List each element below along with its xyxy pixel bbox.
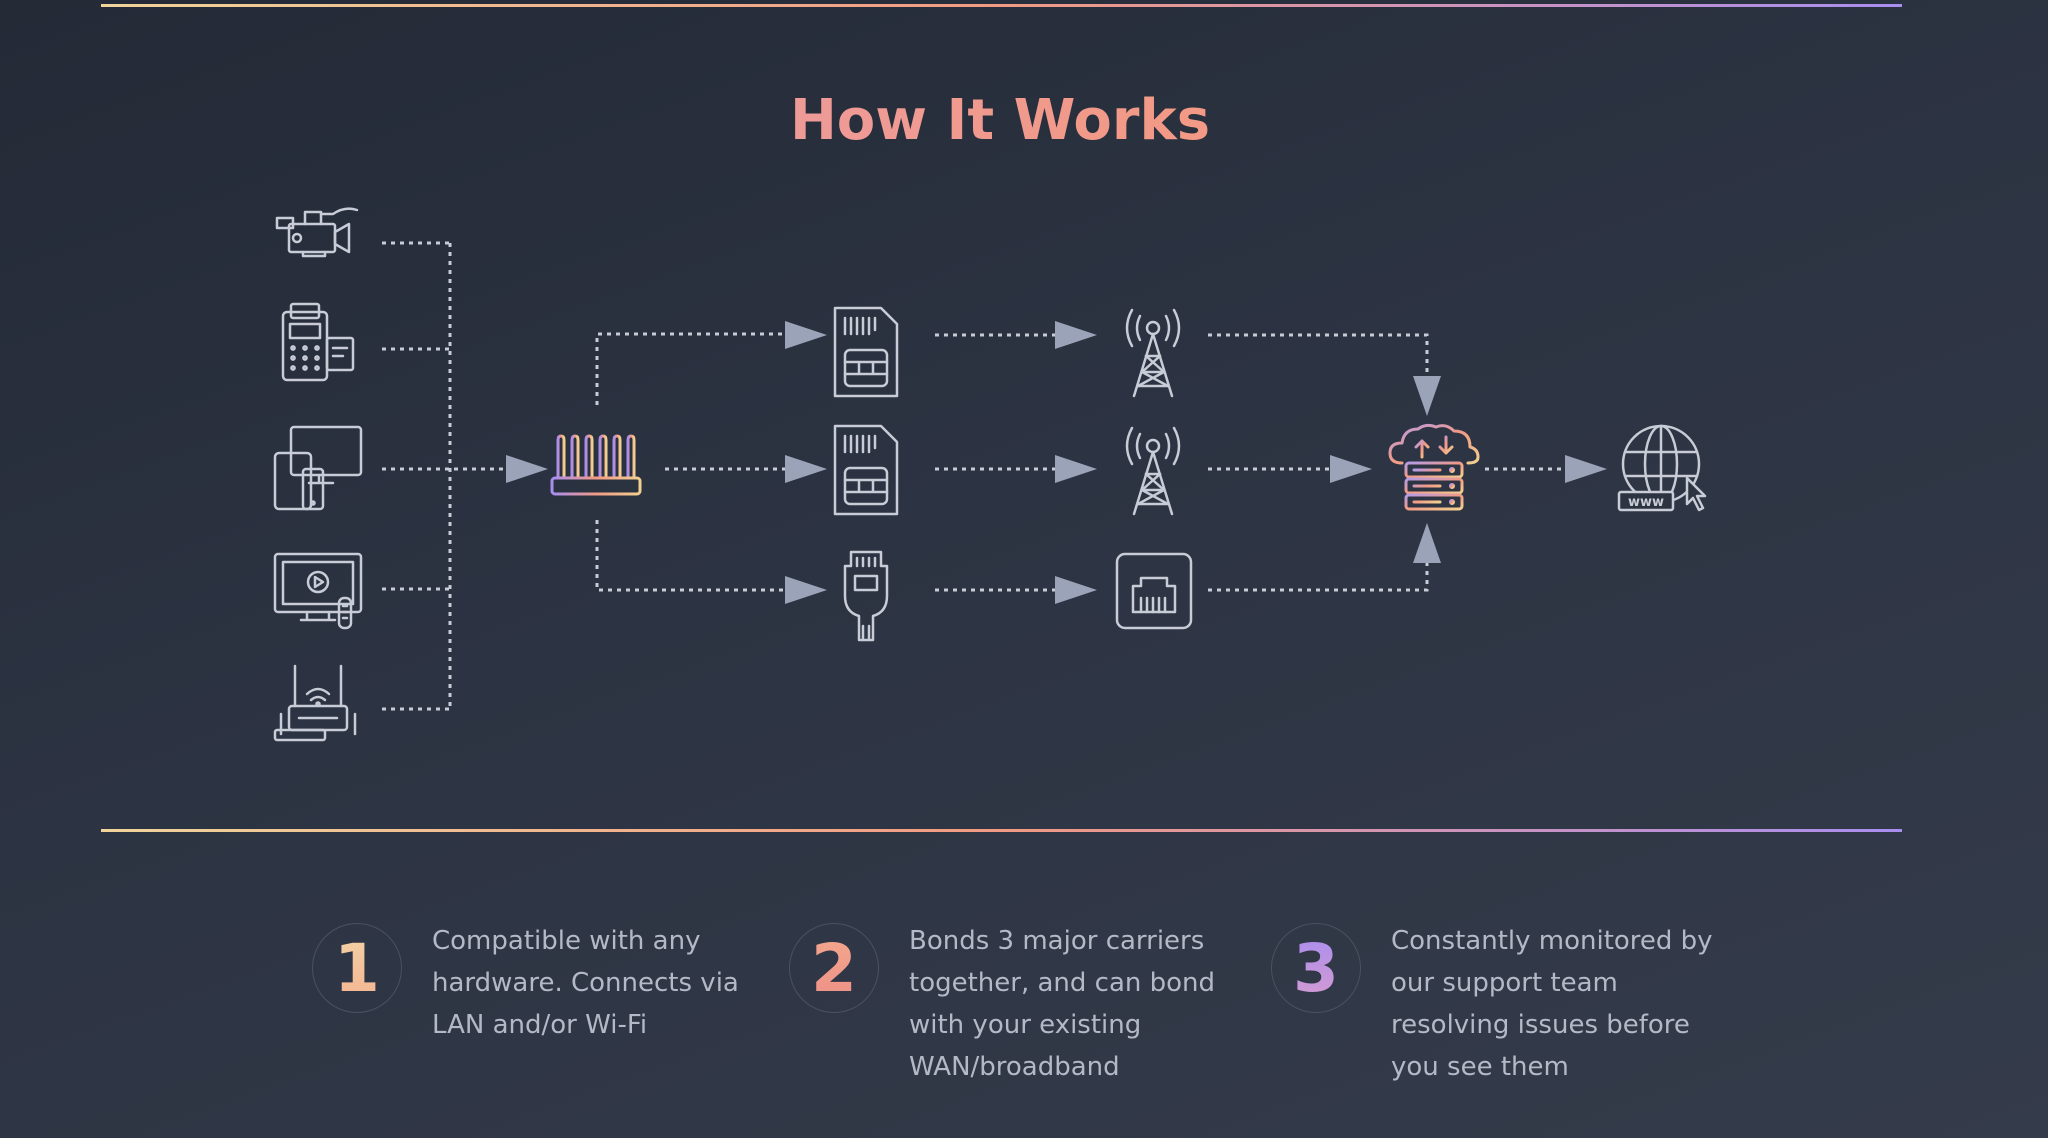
cloud-server-icon: [1388, 423, 1480, 511]
step-description-line: hardware. Connects via: [432, 968, 739, 998]
arrow-to-port: [1055, 576, 1097, 604]
video-camera-icon: [275, 207, 359, 258]
step-description-line: you see them: [1391, 1052, 1569, 1082]
arrow-to-sim1: [785, 321, 827, 349]
step-number: 3: [1293, 929, 1339, 1007]
step-number-badge: 2: [789, 923, 879, 1013]
step-description-line: Bonds 3 major carriers: [909, 926, 1205, 956]
step-description-line: our support team: [1391, 968, 1618, 998]
globe-www-icon: www: [1617, 424, 1707, 512]
step-description: Bonds 3 major carriers together, and can…: [909, 920, 1215, 1088]
step-number-badge: 3: [1271, 923, 1361, 1013]
step-description: Constantly monitored by our support team…: [1391, 920, 1713, 1088]
arrow-port-cloud: [1413, 523, 1441, 563]
arrowheads: [506, 321, 1607, 604]
arrow-tower1-cloud: [1413, 376, 1441, 416]
arrow-to-tower1: [1055, 321, 1097, 349]
step-description-line: Constantly monitored by: [1391, 926, 1713, 956]
cell-tower-icon: [1125, 308, 1181, 398]
ethernet-plug-icon: [843, 550, 889, 642]
arrow-to-sim2: [785, 455, 827, 483]
step-number-badge: 1: [312, 923, 402, 1013]
page-title: How It Works: [0, 88, 2000, 153]
step-description-line: Compatible with any: [432, 926, 701, 956]
step-number: 1: [334, 929, 380, 1007]
computer-devices-icon: [273, 425, 363, 511]
step-description-line: resolving issues before: [1391, 1010, 1690, 1040]
step-number: 2: [811, 929, 857, 1007]
cell-tower-icon: [1125, 426, 1181, 516]
step-description: Compatible with any hardware. Connects v…: [432, 920, 739, 1046]
arrow-to-tower2: [1055, 455, 1097, 483]
network-diagram: www: [273, 207, 1707, 742]
smart-tv-icon: [273, 552, 363, 630]
bottom-divider: [101, 829, 1902, 832]
connector-port-cloud: [1208, 560, 1429, 592]
connector-lines: [382, 241, 1565, 711]
arrow-to-hub: [506, 455, 548, 483]
sim-card-icon: [833, 306, 899, 398]
top-divider: [101, 4, 1902, 7]
sim-card-icon: [833, 424, 899, 516]
arrow-to-internet: [1565, 455, 1607, 483]
step-description-line: WAN/broadband: [909, 1052, 1120, 1082]
connector-tower1-cloud: [1208, 333, 1429, 380]
payment-terminal-icon: [281, 302, 355, 382]
bonding-router-icon: [550, 434, 642, 496]
wifi-router-icon: [273, 664, 357, 742]
step-description-line: with your existing: [909, 1010, 1142, 1040]
connector-hub-bottom: [595, 520, 785, 592]
connector-hub-top: [595, 332, 785, 405]
step-description-line: together, and can bond: [909, 968, 1216, 998]
ethernet-port-icon: [1115, 552, 1193, 630]
arrow-tower2-cloud: [1330, 455, 1372, 483]
arrow-to-eth: [785, 576, 827, 604]
svg-text:www: www: [1628, 495, 1664, 510]
step-description-line: LAN and/or Wi-Fi: [432, 1010, 648, 1040]
